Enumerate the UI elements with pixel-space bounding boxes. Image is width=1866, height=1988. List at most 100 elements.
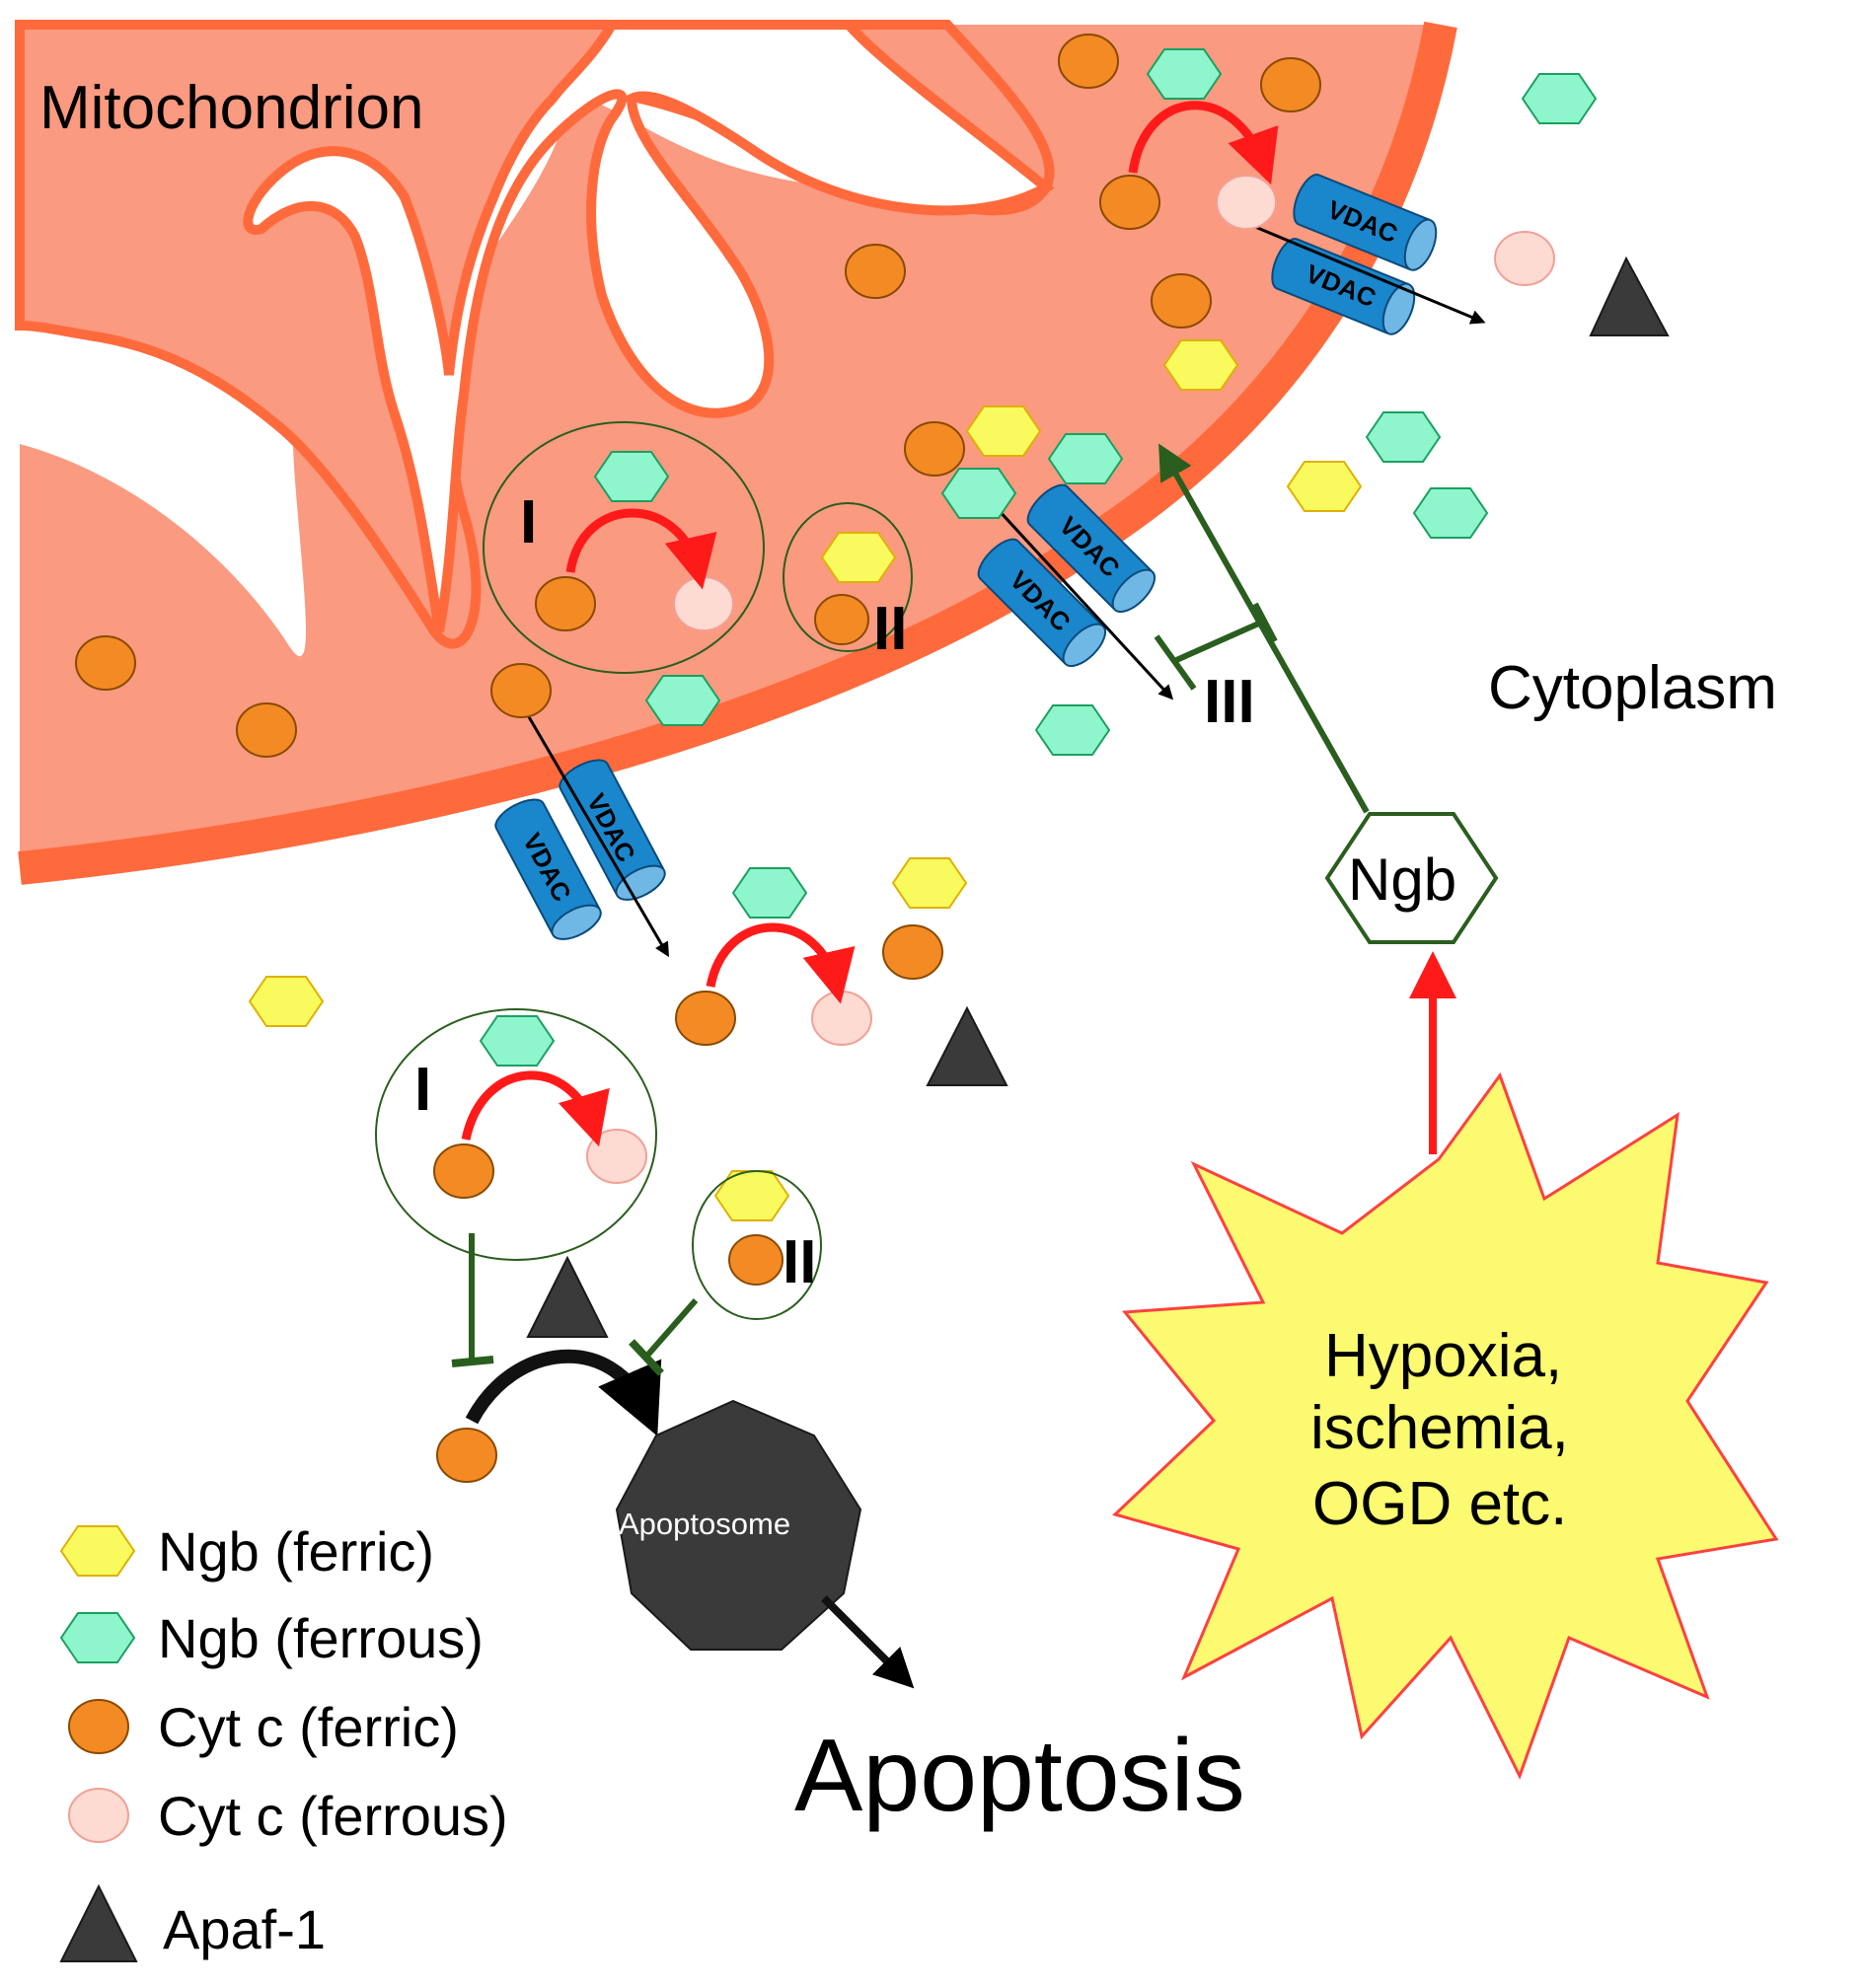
apoptosome-activation [451,1233,699,1436]
apaf1-molecules [526,256,1670,1338]
apoptosome: Apoptosome [615,1399,862,1651]
complex-two-label: II [783,1228,816,1296]
cytc-ferrous [1216,175,1277,230]
cytc-ferric [882,924,943,980]
stress-line-1: Hypoxia, [1324,1322,1562,1390]
apoptosis-label: Apoptosis [794,1719,1245,1833]
cytc-ferrous [673,576,734,631]
complex-two-label: II [873,595,907,663]
apoptosome-label: Apoptosome [619,1507,790,1541]
cytoplasm-label: Cytoplasm [1488,654,1777,722]
complex-one-label: I [414,1056,431,1124]
ngb-ferric [891,857,968,909]
complex-two-upper [783,502,913,652]
apaf1 [526,1255,609,1338]
cytc-ferrous [811,991,872,1046]
ngb-label: Ngb [1348,847,1456,913]
ngb-ferric-molecules [248,339,1363,1221]
reduction-arrows [461,101,1279,1147]
complex-circles [375,421,913,1320]
cytc-ferric [728,1234,784,1286]
cytc-ferric [904,421,965,477]
ngb-ferrous [1047,433,1124,484]
inhibit-bar-two [1252,602,1278,643]
ngb-ferric [1162,339,1239,391]
complex-three-label: III [1204,668,1255,736]
apaf1 [926,1005,1008,1086]
to-apoptosis-arrow [821,1595,915,1689]
legend-label: Cyt c (ferrous) [158,1785,508,1847]
inhibit-bar-two-lower [629,1339,664,1376]
activation-arrow [465,1349,662,1436]
reduction-arrow [706,922,856,1004]
starburst-shape [1112,1071,1779,1780]
ngb-ferrous [593,451,670,502]
vdac-channel-top: VDAC VDAC [1242,169,1486,340]
ngb-ferrous [1412,487,1489,539]
cytc-ferric [1260,57,1321,112]
ngb-to-vdac-arrow [1158,443,1370,814]
cytc-ferric [814,594,869,645]
ngb-ferrous [1365,411,1442,463]
reduction-arrow [565,508,717,590]
complex-one-upper [483,421,765,674]
cytc-ferrous [1494,231,1555,286]
inhibit-bar [1154,634,1197,691]
stress-line-3: OGD etc. [1312,1470,1567,1538]
cytc-ferric [433,1143,494,1199]
cytc-ferric [1151,273,1212,329]
reduction-arrow [1128,101,1279,184]
cytc-ferric [1058,34,1119,89]
legend-cytc-ferrous-icon [68,1788,129,1843]
apaf1 [1589,256,1670,336]
reduction-arrow [461,1070,610,1147]
cytc-ferric [490,663,552,718]
legend-cytc-ferric-icon [68,1699,129,1754]
ngb-ferric [965,405,1042,457]
cytc-ferrous-molecules [586,175,1555,1184]
inhibit-branch [1172,619,1265,664]
ngb-node: Ngb [1324,812,1499,944]
apoptosome-shape [615,1399,862,1651]
cytc-ferric [535,576,596,631]
crista-fold [243,20,1055,632]
ngb-inhibition [1154,443,1370,814]
cytc-ferrous [586,1129,647,1184]
ngb-ferrous [940,468,1017,519]
cytc-ferric [845,244,906,299]
ngb-ferric [248,976,325,1027]
ngb-ferric [1286,461,1363,512]
legend-label: Ngb (ferric) [158,1520,434,1583]
legend-label: Cyt c (ferric) [158,1696,459,1758]
cytc-ferric [236,702,297,758]
legend-ngb-ferric-icon [59,1525,136,1577]
ngb-ferrous [479,1015,556,1067]
legend: Ngb (ferric) Ngb (ferrous) Cyt c (ferric… [59,1520,508,1962]
ngb-ferrous [1146,48,1223,100]
ngb-ferric [713,1170,790,1221]
ngb-ferrous [1034,704,1111,756]
complex-two-lower [692,1170,822,1320]
cytc-ferric [675,991,736,1046]
cytc-ferric [436,1428,497,1483]
legend-ngb-ferrous-icon [59,1612,136,1663]
ngb-ferrous [644,675,721,726]
ngb-ferrous-molecules [479,48,1598,1067]
mitochondrion-label: Mitochondrion [39,74,423,142]
stress-line-2: ischemia, [1310,1394,1569,1462]
stress-starburst: Hypoxia, ischemia, OGD etc. [1112,1071,1779,1780]
release-arrow [995,506,1174,700]
ngb-hexagon [1324,812,1499,944]
legend-apaf1-icon [59,1883,138,1962]
legend-label: Ngb (ferrous) [158,1607,484,1669]
legend-label: Apaf-1 [163,1898,326,1960]
cytc-ferric [1099,175,1160,230]
ngb-ferrous [1521,73,1598,124]
cytc-ferric-molecules [75,34,1321,1483]
release-arrow [1242,220,1486,325]
cytc-ferric [75,635,136,691]
complex-one-label: I [520,488,537,556]
ngb-ferrous [731,867,808,919]
release-arrow [526,714,670,958]
